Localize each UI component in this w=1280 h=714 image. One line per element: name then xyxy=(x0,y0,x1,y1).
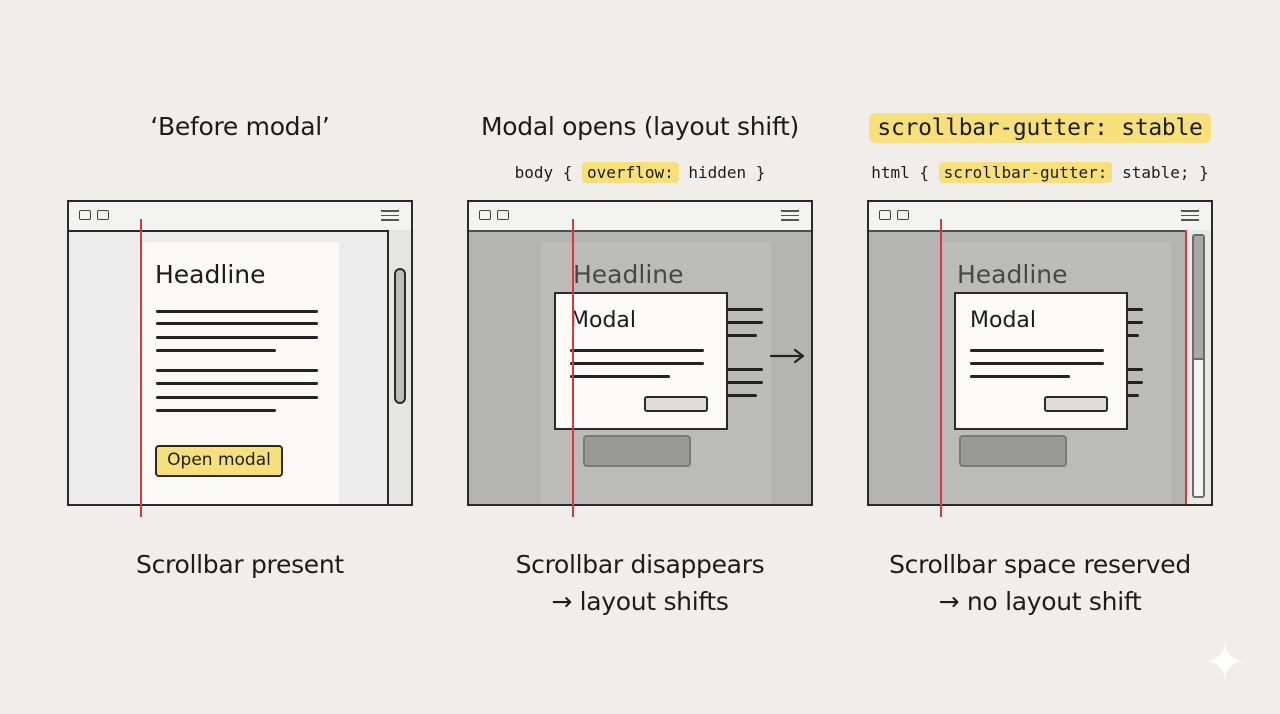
hamburger-menu-icon xyxy=(1181,210,1199,224)
text-line xyxy=(727,308,763,311)
text-line xyxy=(156,336,318,339)
text-line xyxy=(156,349,276,352)
text-line xyxy=(727,394,757,397)
alignment-guide-line xyxy=(140,219,142,517)
window-button-icon xyxy=(479,210,491,220)
alignment-guide-line xyxy=(572,219,574,517)
text-line xyxy=(1127,334,1139,337)
scrollbar-thumb[interactable] xyxy=(1194,236,1203,360)
text-line xyxy=(156,396,318,399)
caption-line: Scrollbar space reserved xyxy=(889,550,1191,579)
panel-caption: Scrollbar space reserved → no layout shi… xyxy=(860,546,1220,620)
window-button-icon xyxy=(497,210,509,220)
scrollbar-gutter xyxy=(1185,230,1211,504)
headline: Headline xyxy=(573,260,684,289)
code-highlight: scrollbar-gutter: xyxy=(938,162,1113,183)
panel-title: Modal opens (layout shift) xyxy=(481,112,799,141)
caption-line: → layout shifts xyxy=(551,587,729,616)
panel-title: scrollbar-gutter: stable xyxy=(860,112,1220,143)
text-line xyxy=(970,362,1104,365)
scrollbar-track[interactable] xyxy=(1192,234,1205,498)
text-line xyxy=(970,349,1104,352)
text-line xyxy=(727,368,763,371)
browser-window: Headline Modal xyxy=(467,200,813,506)
text-line xyxy=(1127,368,1143,371)
text-line xyxy=(156,382,318,385)
caption-line: → no layout shift xyxy=(938,587,1142,616)
window-button-icon xyxy=(897,210,909,220)
open-modal-button[interactable]: Open modal xyxy=(155,445,283,477)
viewport: Headline Modal xyxy=(869,230,1211,504)
browser-window: Headline Modal xyxy=(867,200,1213,506)
code-suffix: hidden } xyxy=(678,163,766,182)
scrollbar-thumb[interactable] xyxy=(394,268,406,404)
text-line xyxy=(1127,321,1143,324)
panel-title: ‘Before modal’ xyxy=(150,112,330,141)
page-content: Headline Open modal xyxy=(139,242,339,504)
window-titlebar xyxy=(469,202,811,232)
caption-line: Scrollbar disappears xyxy=(515,550,765,579)
modal-dialog: Modal xyxy=(554,292,728,430)
modal-title: Modal xyxy=(970,308,1036,333)
window-button-icon xyxy=(879,210,891,220)
modal-action-button[interactable] xyxy=(644,396,708,412)
code-snippet: html { scrollbar-gutter: stable; } xyxy=(860,162,1220,183)
viewport: Headline Open modal xyxy=(69,230,411,504)
window-titlebar xyxy=(869,202,1211,232)
text-line xyxy=(156,310,318,313)
code-prefix: body { xyxy=(514,163,583,182)
panel-caption: Scrollbar present xyxy=(60,546,420,583)
panel-modal-opens: Modal opens (layout shift) body { overfl… xyxy=(460,0,820,714)
text-line xyxy=(570,375,670,378)
text-line xyxy=(156,409,276,412)
panel-before-modal: ‘Before modal’ Headline Open modal xyxy=(60,0,420,714)
code-prefix: html { xyxy=(871,163,939,182)
hamburger-menu-icon xyxy=(381,210,399,224)
window-titlebar xyxy=(69,202,411,232)
text-line xyxy=(1127,381,1143,384)
code-highlight: overflow: xyxy=(582,162,679,183)
panel-scrollbar-gutter: scrollbar-gutter: stable html { scrollba… xyxy=(860,0,1220,714)
scrollbar-track[interactable] xyxy=(387,230,411,504)
text-line xyxy=(727,381,763,384)
viewport: Headline Modal xyxy=(469,230,811,504)
modal-dialog: Modal xyxy=(954,292,1128,430)
headline: Headline xyxy=(957,260,1068,289)
alignment-guide-line xyxy=(940,219,942,517)
browser-window: Headline Open modal xyxy=(67,200,413,506)
gutter-guide-line xyxy=(1185,230,1187,504)
modal-action-button[interactable] xyxy=(1044,396,1108,412)
text-line xyxy=(156,369,318,372)
modal-title: Modal xyxy=(570,308,636,333)
headline: Headline xyxy=(155,260,266,289)
sparkle-icon xyxy=(1206,642,1244,680)
arrow-right-icon xyxy=(769,348,805,364)
text-line xyxy=(156,322,318,325)
panel-caption: Scrollbar disappears → layout shifts xyxy=(460,546,820,620)
text-line xyxy=(1127,308,1143,311)
window-button-icon xyxy=(97,210,109,220)
text-line xyxy=(570,349,704,352)
text-line xyxy=(727,321,763,324)
code-suffix: stable; } xyxy=(1112,163,1209,182)
text-line xyxy=(1127,394,1139,397)
window-button-icon xyxy=(79,210,91,220)
text-line xyxy=(570,362,704,365)
caption-line: Scrollbar present xyxy=(136,550,344,579)
text-line xyxy=(970,375,1070,378)
text-line xyxy=(727,334,757,337)
code-snippet: body { overflow: hidden } xyxy=(460,162,820,183)
title-highlight: scrollbar-gutter: stable xyxy=(869,113,1211,143)
open-modal-button-dimmed xyxy=(583,435,691,467)
open-modal-button-dimmed xyxy=(959,435,1067,467)
hamburger-menu-icon xyxy=(781,210,799,224)
